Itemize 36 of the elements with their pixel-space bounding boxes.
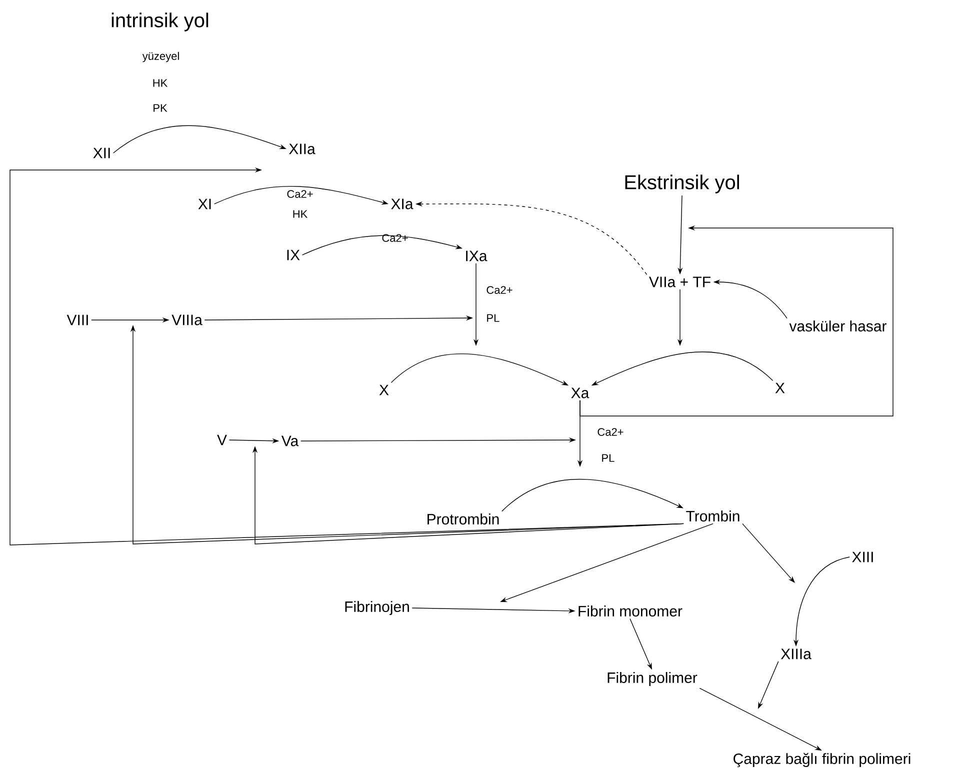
factor-label: IX: [287, 250, 300, 260]
cofactor-label: Ca2+: [486, 286, 512, 294]
cofactor-label: HK: [293, 210, 308, 218]
factor-label: VIIIa: [172, 314, 202, 326]
factor-label: V: [217, 434, 227, 446]
cofactor-label: PK: [154, 104, 168, 112]
pathway-heading: Ekstrinsik yol: [625, 174, 739, 194]
factor-label: VIIa + TF: [649, 276, 710, 288]
factor-label: IXa: [466, 250, 488, 262]
factor-label: Fibrin monomer: [578, 605, 682, 616]
cofactor-label: PL: [602, 454, 614, 462]
cofactor-label: PL: [487, 314, 500, 322]
cofactor-label: Ca2+: [287, 190, 313, 198]
factor-label: Çapraz bağlı fibrin polimeri: [734, 752, 910, 768]
cofactor-label: Ca2+: [598, 428, 624, 436]
factor-label: XIII: [852, 552, 873, 562]
factor-label: X: [379, 384, 389, 396]
cofactor-label: HK: [153, 79, 168, 87]
arrow: [742, 523, 795, 583]
factor-label: Fibrinojen: [345, 601, 409, 615]
factor-label: XIIa: [289, 144, 316, 154]
factor-label: Va: [281, 436, 299, 446]
factor-label: VIII: [66, 314, 88, 326]
factor-label: Trombin: [686, 510, 740, 522]
factor-label: X: [775, 382, 785, 394]
factor-label: XI: [198, 198, 211, 210]
cofactor-label: Ca2+: [382, 234, 408, 242]
factor-label: XIa: [391, 198, 414, 210]
factor-label: XIIIa: [780, 648, 812, 660]
factor-label: vasküler hasar: [789, 320, 886, 332]
factor-label: XII: [93, 148, 110, 158]
factor-label: Protrombin: [428, 513, 499, 524]
factor-label: Xa: [571, 388, 590, 398]
pathway-heading: intrinsik yol: [112, 12, 208, 32]
cofactor-label: yüzeyel: [142, 52, 179, 62]
factor-label: Fibrin polimer: [608, 672, 698, 686]
